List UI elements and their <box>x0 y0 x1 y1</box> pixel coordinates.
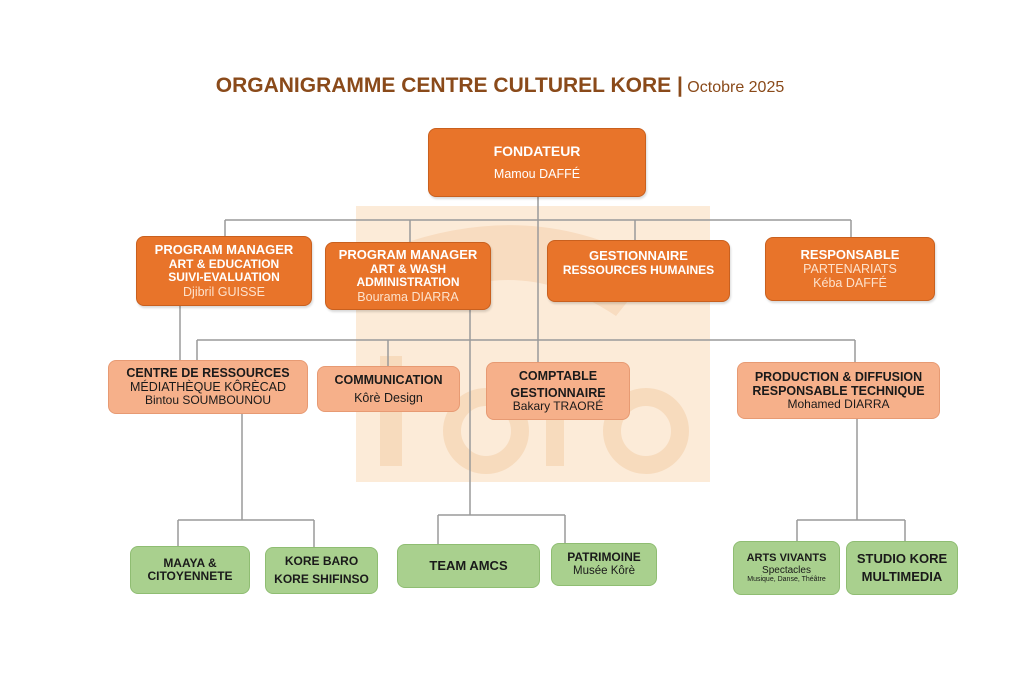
dept: SUIVI-EVALUATION <box>168 270 280 285</box>
role: GESTIONNAIRE <box>589 248 688 263</box>
name: Bintou SOUMBOUNOU <box>144 393 272 408</box>
title-date: Octobre 2025 <box>687 79 785 96</box>
label: KORE BARO <box>284 554 359 569</box>
label: KORE SHIFINSO <box>274 571 369 586</box>
label: ARTS VIVANTS <box>746 552 827 565</box>
program-manager-education-box: PROGRAM MANAGER ART & EDUCATION SUIVI-EV… <box>136 236 312 306</box>
label: STUDIO KORE <box>856 550 948 566</box>
role: COMMUNICATION <box>334 373 443 387</box>
label: Spectacles <box>762 564 811 576</box>
title-main: ORGANIGRAMME CENTRE CULTUREL KORE | <box>215 74 683 97</box>
team-amcs-box: TEAM AMCS <box>397 544 540 588</box>
dept: ART & EDUCATION <box>168 256 280 271</box>
program-manager-wash-box: PROGRAM MANAGER ART & WASH ADMINISTRATIO… <box>325 242 491 310</box>
resource-center-box: CENTRE DE RESSOURCES MÉDIATHÈQUE KÔRÈCAD… <box>108 360 308 414</box>
role: PROGRAM MANAGER <box>154 242 294 258</box>
communication-box: COMMUNICATION Kôrè Design <box>317 366 460 412</box>
label: PATRIMOINE <box>567 550 641 565</box>
label: Musée Kôrè <box>572 564 635 577</box>
label: MAAYA & <box>163 555 217 570</box>
name: Djibril GUISSE <box>183 284 265 299</box>
kore-baro-box: KORE BARO KORE SHIFINSO <box>265 547 378 594</box>
name: Bourama DIARRA <box>357 289 459 304</box>
accountant-box: COMPTABLE GESTIONNAIRE Bakary TRAORÉ <box>486 362 630 420</box>
name: Mamou DAFFÉ <box>493 167 581 182</box>
dept: GESTIONNAIRE <box>510 385 606 400</box>
dept: PARTENARIATS <box>803 262 897 277</box>
heritage-box: PATRIMOINE Musée Kôrè <box>551 543 657 586</box>
label: CITOYENNETE <box>147 569 233 583</box>
dept: ADMINISTRATION <box>356 275 460 290</box>
role: COMPTABLE <box>518 368 598 383</box>
dept: RESPONSABLE TECHNIQUE <box>752 383 925 398</box>
dept: Kôrè Design <box>354 391 423 405</box>
dept: ART & WASH <box>370 261 446 276</box>
name: Kéba DAFFÉ <box>813 276 887 291</box>
dept: RESSOURCES HUMAINES <box>562 262 715 277</box>
founder-box: FONDATEUR Mamou DAFFÉ <box>428 128 646 197</box>
label: TEAM AMCS <box>429 557 508 573</box>
name: Bakary TRAORÉ <box>512 398 604 413</box>
partnerships-box: RESPONSABLE PARTENARIATS Kéba DAFFÉ <box>765 237 935 301</box>
performing-arts-box: ARTS VIVANTS Spectacles Musique, Danse, … <box>733 541 840 595</box>
role: RESPONSABLE <box>800 246 900 262</box>
role: CENTRE DE RESSOURCES <box>126 366 290 381</box>
chart-title: ORGANIGRAMME CENTRE CULTUREL KORE | Octo… <box>0 74 1000 98</box>
name: Mohamed DIARRA <box>787 396 890 411</box>
label: MULTIMEDIA <box>861 568 943 584</box>
label: Musique, Danse, Théâtre <box>747 575 826 583</box>
studio-multimedia-box: STUDIO KORE MULTIMEDIA <box>846 541 958 595</box>
production-diffusion-box: PRODUCTION & DIFFUSION RESPONSABLE TECHN… <box>737 362 940 419</box>
maaya-citizenship-box: MAAYA & CITOYENNETE <box>130 546 250 594</box>
role: FONDATEUR <box>493 142 581 159</box>
hr-manager-box: GESTIONNAIRE RESSOURCES HUMAINES <box>547 240 730 302</box>
dept: MÉDIATHÈQUE KÔRÈCAD <box>129 380 287 395</box>
role: PROGRAM MANAGER <box>338 247 478 263</box>
role: PRODUCTION & DIFFUSION <box>754 369 923 384</box>
